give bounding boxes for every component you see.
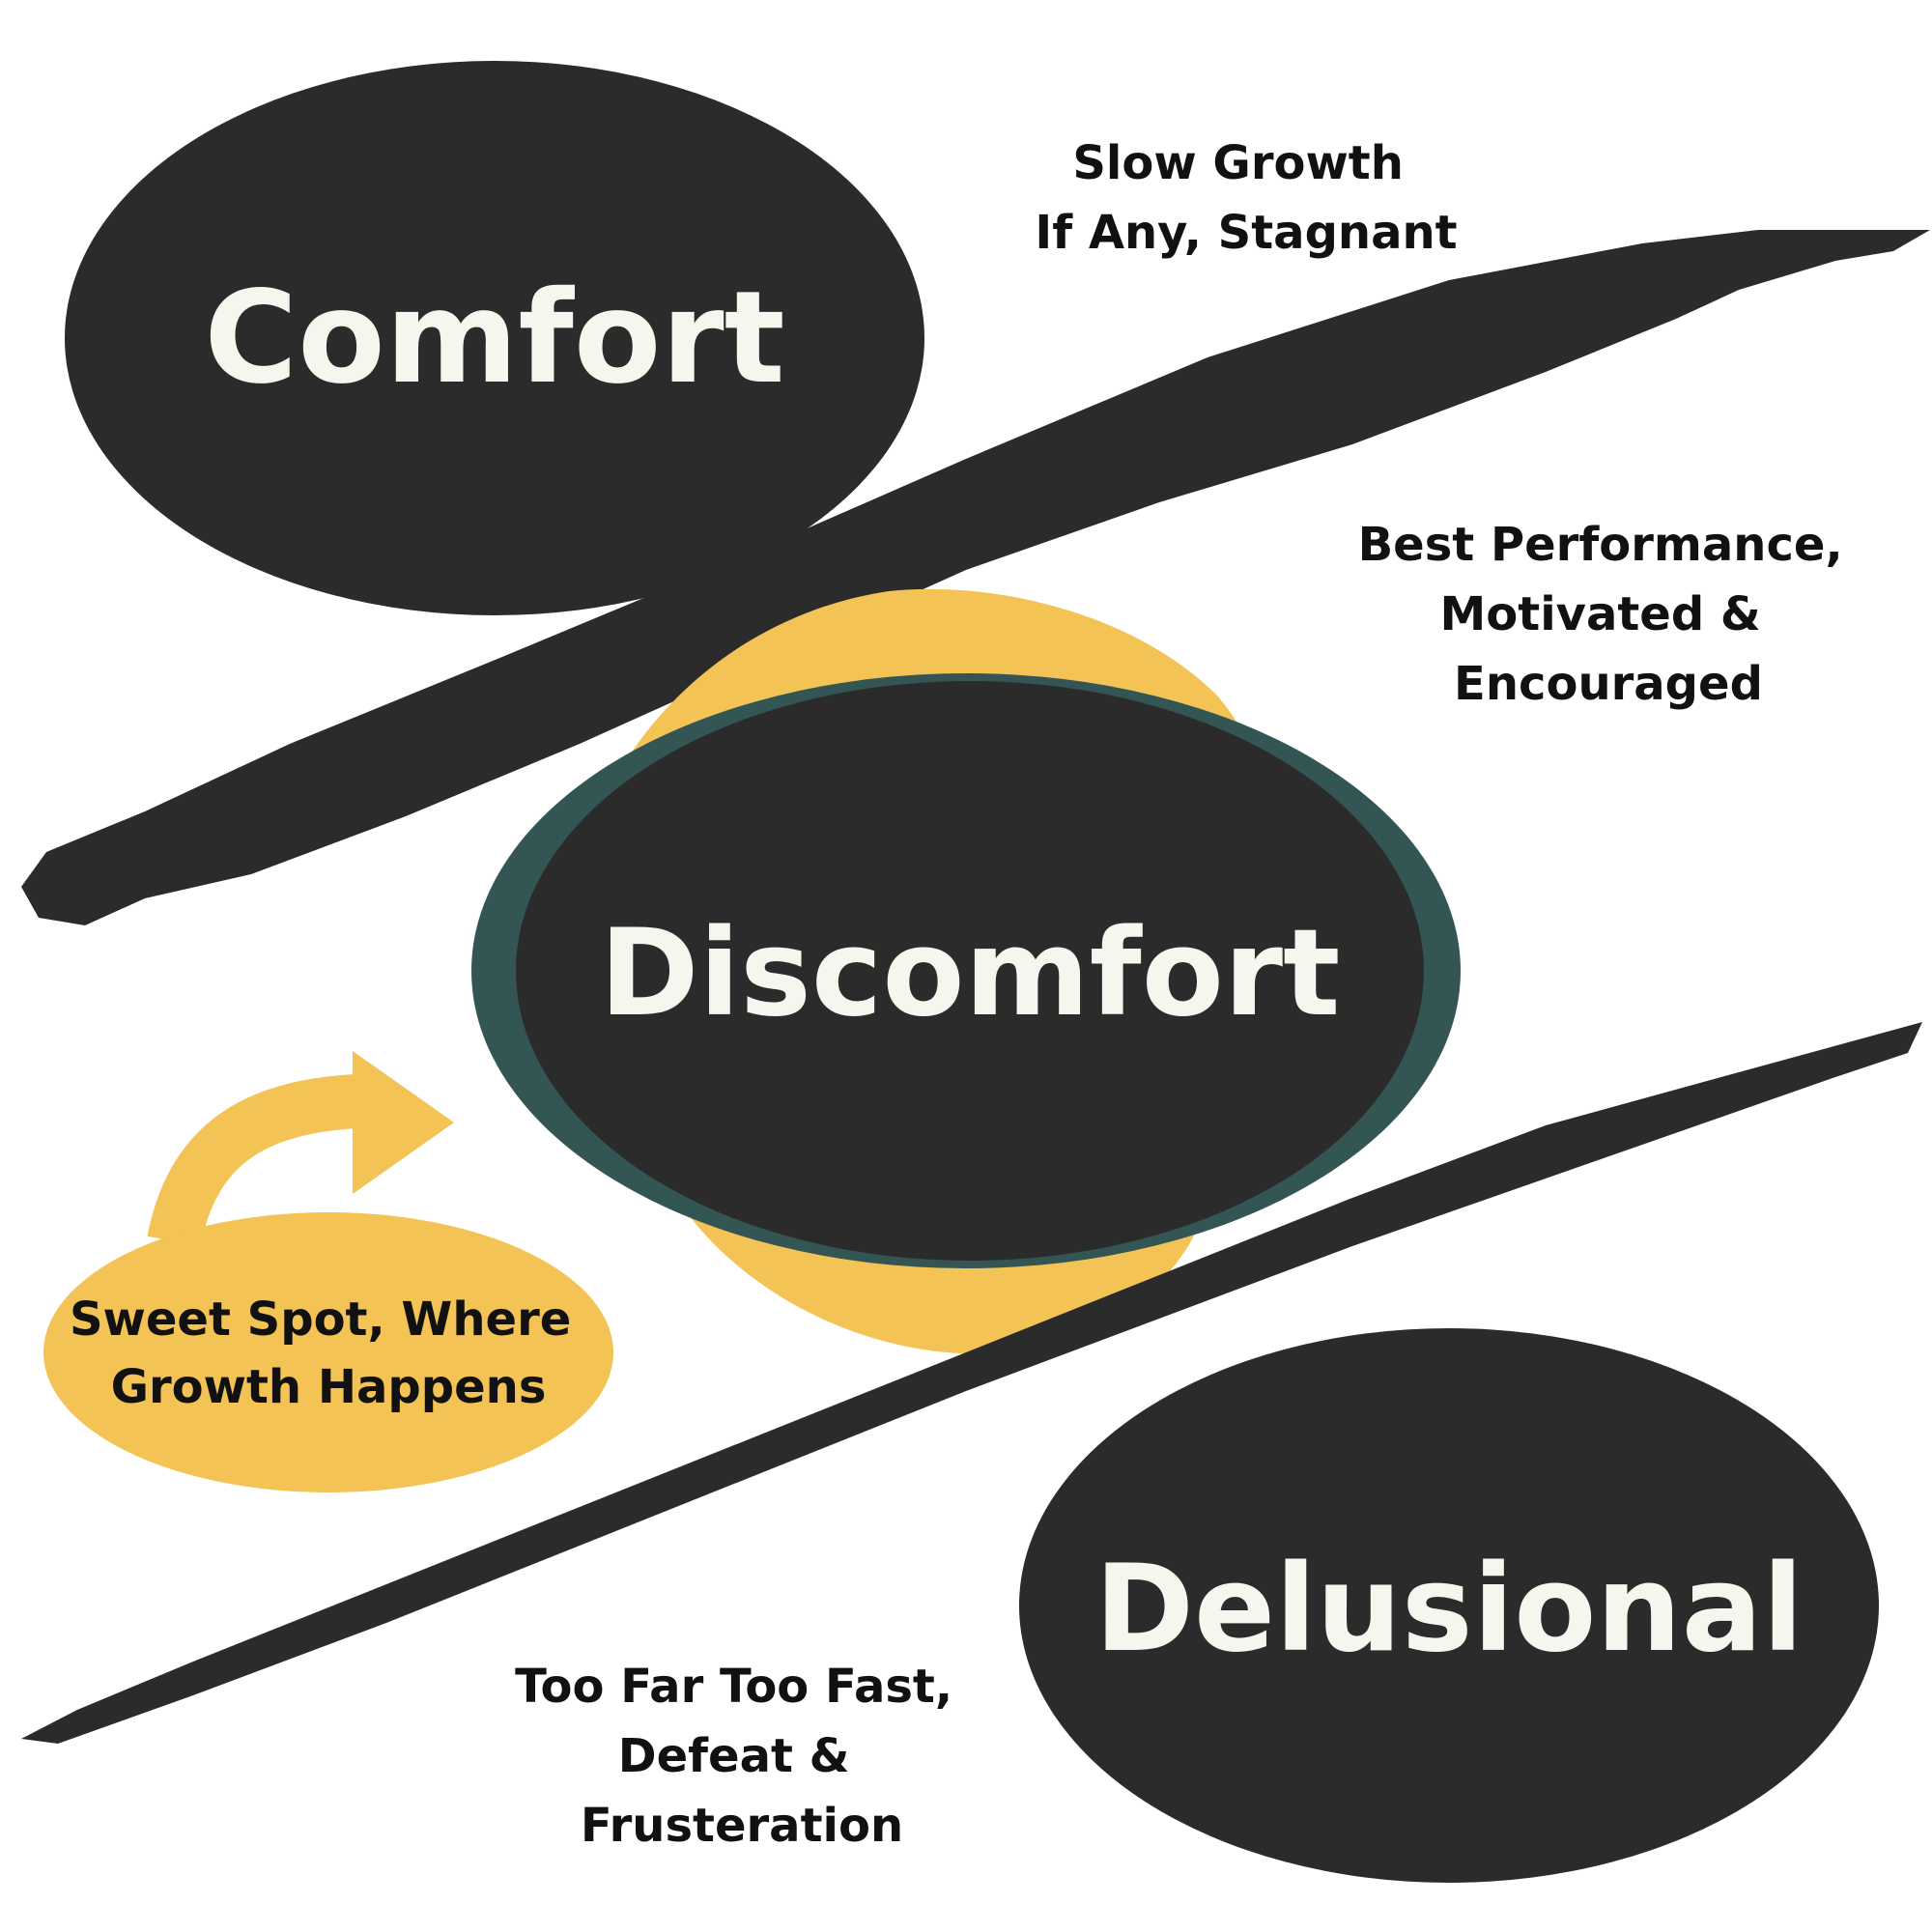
discomfort-title: Discomfort [600,904,1341,1043]
discomfort-caption-line-2: Motivated & [1440,587,1761,641]
comfort-caption-line-1: Slow Growth [1072,136,1404,190]
delusional-title: Delusional [1094,1540,1804,1679]
delusional-ellipse [1019,1328,1879,1883]
upper-brush-stroke [21,230,1930,925]
delusional-caption-line-3: Frusteration [581,1799,903,1853]
discomfort-ellipse [516,681,1424,1261]
discomfort-caption-line-1: Best Performance, [1358,518,1843,572]
discomfort-caption-line-3: Encouraged [1454,657,1763,711]
delusional-caption-line-1: Too Far Too Fast, [515,1660,952,1714]
discomfort-caption: Best Performance, Motivated & Encouraged [1358,518,1860,711]
delusional-caption-line-2: Defeat & [618,1729,850,1783]
sweet-spot-caption: Sweet Spot, Where Growth Happens [70,1293,587,1414]
sweet-spot-caption-line-1: Sweet Spot, Where [70,1293,571,1347]
lower-brush-stroke [21,1022,1922,1744]
comfort-ellipse [65,61,924,615]
comfort-title: Comfort [204,264,784,412]
comfort-caption-line-2: If Any, Stagnant [1035,206,1457,260]
delusional-caption: Too Far Too Fast, Defeat & Frusteration [515,1660,969,1853]
sweet-spot-caption-line-2: Growth Happens [111,1360,547,1414]
comfort-caption: Slow Growth If Any, Stagnant [1035,136,1457,260]
curved-arrow-right-icon [147,1051,454,1247]
sweet-spot-callout [43,1212,613,1492]
